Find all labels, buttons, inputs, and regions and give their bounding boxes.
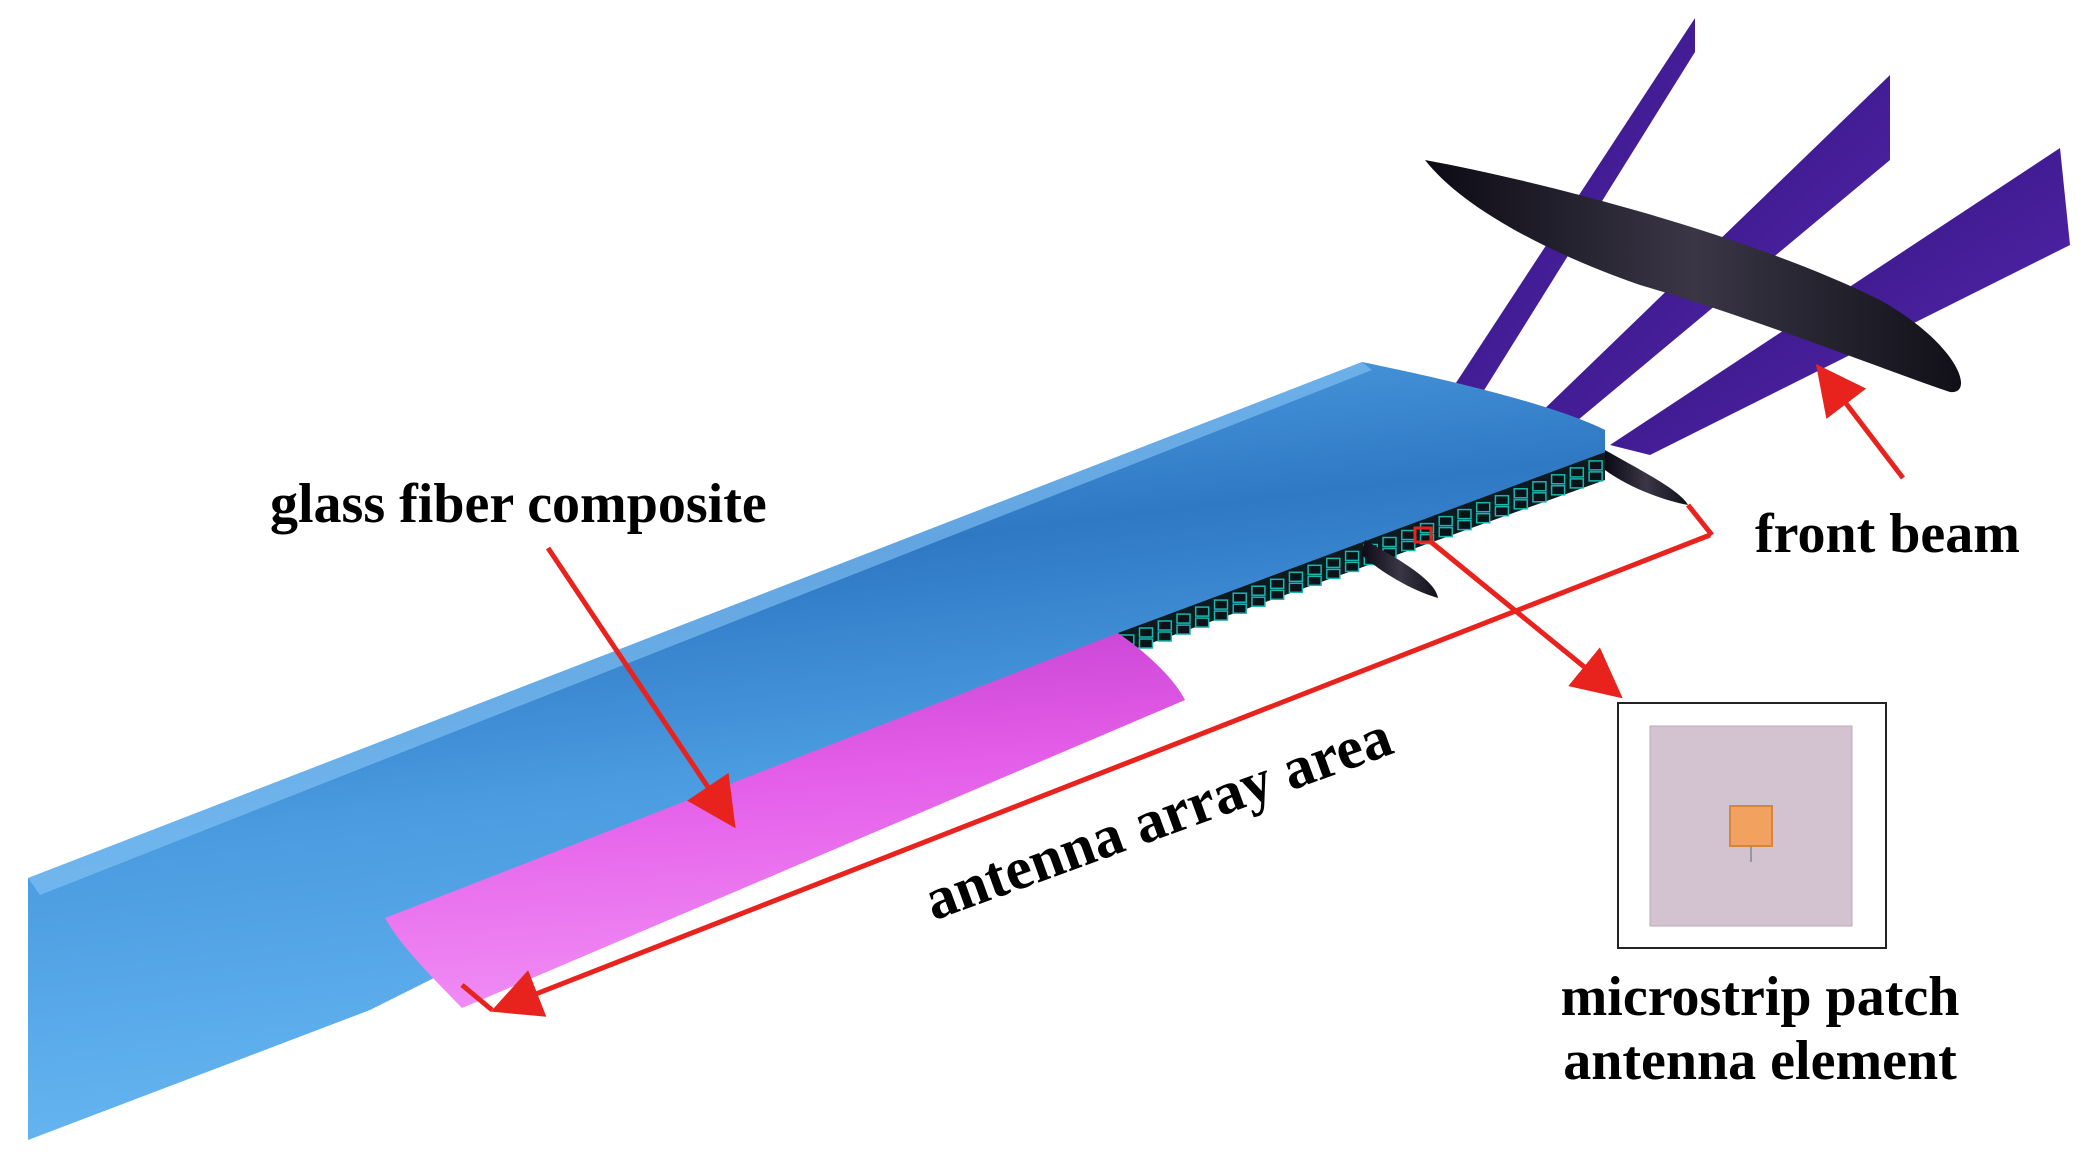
- arrow-front-beam: [1815, 364, 1905, 480]
- antenna-grid-cell: [1232, 603, 1247, 614]
- label-microstrip-line1: microstrip patch: [1560, 966, 1960, 1028]
- antenna-grid-cell: [1269, 578, 1285, 590]
- antenna-grid-cell: [1588, 471, 1603, 482]
- arrow-array-dimension: [490, 532, 1711, 1017]
- antenna-grid-cell: [1588, 460, 1603, 471]
- antenna-grid-cell: [1326, 568, 1341, 580]
- label-microstrip-line2: antenna element: [1563, 1030, 1957, 1093]
- array-element-marker: [1413, 526, 1433, 544]
- antenna-grid-cell: [1457, 519, 1472, 531]
- label-microstrip: microstrip patch antenna element: [1525, 965, 1995, 1094]
- antenna-grid-cell: [1344, 561, 1360, 573]
- antenna-grid-cell: [1176, 624, 1191, 635]
- antenna-grid-cell: [1232, 592, 1247, 603]
- antenna-grid-cell: [1475, 501, 1491, 513]
- antenna-grid-cell: [1194, 617, 1210, 628]
- antenna-grid-cell: [1382, 536, 1397, 548]
- antenna-grid-cell: [1550, 474, 1566, 485]
- patch-element: [1729, 805, 1773, 847]
- antenna-grid-cell: [1513, 499, 1528, 510]
- antenna-grid-cell: [1157, 620, 1173, 631]
- annotation-arrows: [460, 364, 1905, 1017]
- antenna-grid-cell: [1457, 508, 1472, 520]
- antenna-grid-cell: [1251, 585, 1266, 596]
- antenna-grid-cell: [1344, 550, 1360, 562]
- antenna-grid-cell: [1494, 505, 1510, 517]
- antenna-grid-cell: [1438, 526, 1453, 538]
- antenna-grid-cell: [1569, 467, 1585, 478]
- antenna-grid-cell: [1213, 599, 1229, 610]
- label-front-beam: front beam: [1755, 503, 2020, 565]
- antenna-grid-cell: [1401, 529, 1416, 541]
- antenna-grid-cell: [1176, 613, 1191, 624]
- label-glass-fiber: glass fiber composite: [270, 473, 767, 535]
- antenna-grid-cell: [1550, 485, 1566, 496]
- arrow-glass-fiber: [545, 546, 736, 829]
- antenna-grid-cell: [1532, 492, 1547, 503]
- antenna-grid-cell: [1513, 488, 1528, 499]
- glass-fiber-panel: [385, 633, 1185, 1008]
- antenna-grid-cell: [1138, 638, 1154, 649]
- antenna-grid-cell: [1213, 610, 1229, 621]
- antenna-grid-cell: [1401, 540, 1416, 552]
- dimension-tick-right: [1686, 503, 1714, 537]
- antenna-grid-cell: [1269, 589, 1285, 601]
- antenna-grid-cell: [1288, 582, 1304, 594]
- antenna-grid-cell: [1307, 575, 1322, 587]
- antenna-grid-cell: [1157, 631, 1173, 642]
- lower-rib-2: [1362, 540, 1438, 598]
- antenna-grid-cell: [1194, 606, 1210, 617]
- antenna-grid-cell: [1569, 478, 1585, 489]
- antenna-grid-cell: [1475, 512, 1491, 524]
- wing-leading-edge-highlight: [28, 362, 1372, 895]
- antenna-grid-cell: [1326, 557, 1341, 569]
- dimension-tick-left: [460, 983, 494, 1012]
- antenna-grid-cell: [1438, 515, 1453, 527]
- antenna-grid-cell: [1251, 596, 1266, 607]
- antenna-grid-cell: [1532, 481, 1547, 492]
- antenna-grid-cell: [1494, 494, 1510, 506]
- lower-rib-1: [1605, 450, 1688, 505]
- antenna-grid-cell: [1288, 571, 1304, 583]
- antenna-grid-cell: [1138, 627, 1154, 638]
- antenna-grid-cell: [1307, 564, 1322, 576]
- upper-rib: [1425, 160, 1962, 393]
- microstrip-inset: [1617, 702, 1887, 949]
- antenna-grid-cell: [1419, 533, 1435, 545]
- arrow-to-inset: [1429, 540, 1623, 699]
